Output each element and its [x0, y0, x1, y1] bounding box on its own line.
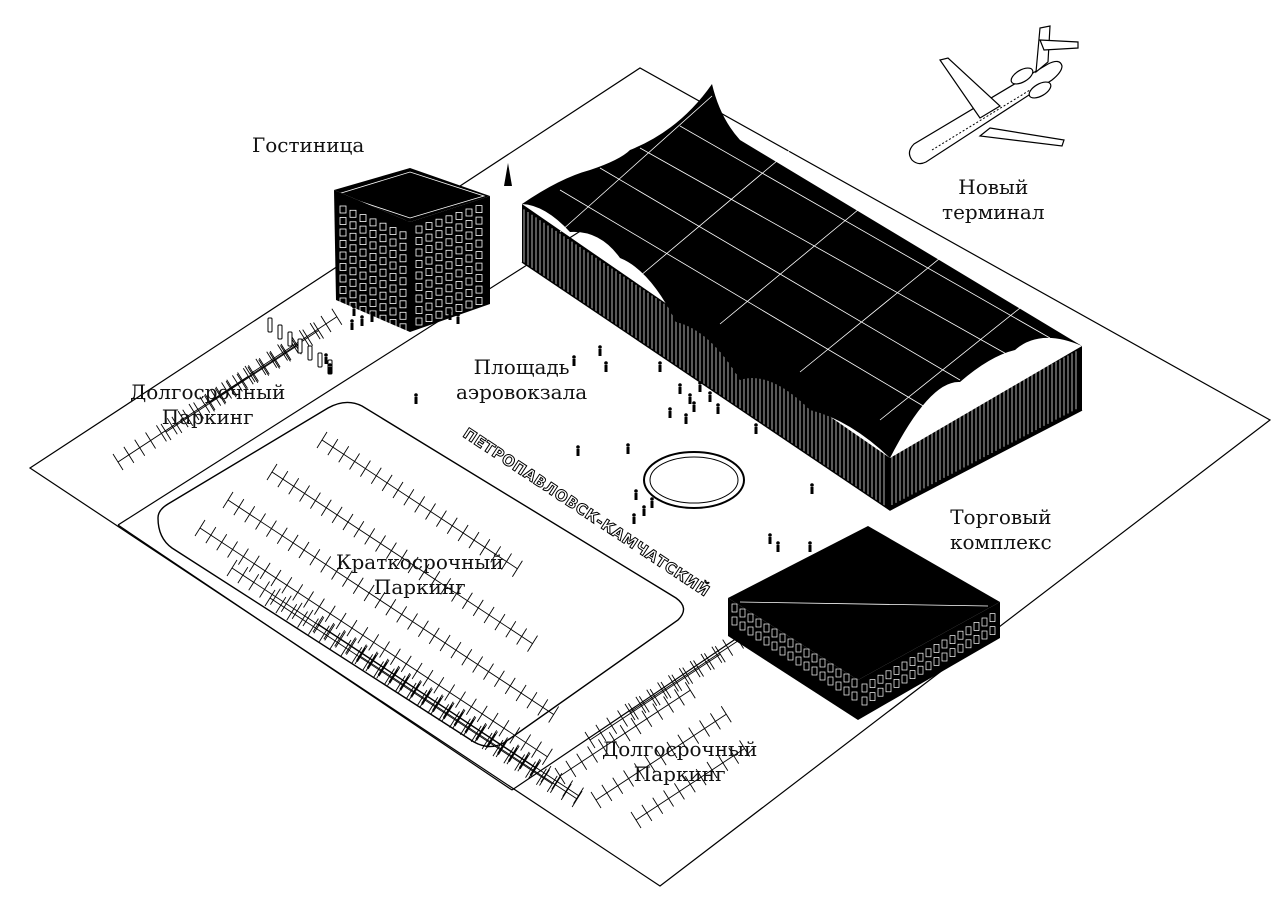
person-icon [678, 383, 682, 394]
long-parking-s-stalls [554, 632, 750, 829]
plaza-label: Площадь аэровокзала [456, 355, 587, 405]
terminal-label-line1: Новый [958, 175, 1029, 199]
short-parking-label: Краткосрочный Паркинг [336, 550, 504, 600]
person-icon [688, 393, 692, 404]
hotel-label: Гостиница [252, 133, 364, 158]
person-icon [604, 361, 608, 372]
person-icon [634, 489, 638, 500]
person-icon [650, 497, 654, 508]
terminal-label: Новый терминал [942, 175, 1045, 225]
person-icon [360, 315, 364, 326]
short-parking-line1: Краткосрочный [336, 550, 504, 574]
person-icon [808, 541, 812, 552]
long-parking-s-line1: Долгосрочный [602, 737, 758, 761]
person-icon [572, 355, 576, 366]
long-parking-s-label: Долгосрочный Паркинг [602, 737, 757, 787]
hotel-building [334, 168, 490, 332]
airplane-icon [908, 25, 1079, 165]
person-icon [810, 483, 814, 494]
plaza-label-line2: аэровокзала [456, 380, 588, 404]
person-icon [632, 513, 636, 524]
person-icon [328, 363, 332, 374]
person-icon [668, 407, 672, 418]
hotel-label-text: Гостиница [252, 133, 365, 157]
person-icon [370, 311, 374, 322]
short-parking-stalls [194, 431, 584, 808]
person-icon [576, 445, 580, 456]
bollards [267, 317, 333, 375]
mall-building [728, 526, 1000, 720]
mall-label: Торговый комплекс [950, 505, 1052, 555]
long-parking-nw-label: Долгосрочный Паркинг [130, 380, 285, 430]
terminal-label-line2: терминал [942, 200, 1045, 224]
people [324, 305, 814, 552]
north-arrow-icon [504, 163, 512, 186]
long-parking-nw-line2: Паркинг [161, 405, 254, 429]
person-icon [598, 345, 602, 356]
person-icon [456, 313, 460, 324]
plaza-label-line1: Площадь [473, 355, 570, 379]
person-icon [352, 305, 356, 316]
person-icon [626, 443, 630, 454]
person-icon [324, 353, 328, 364]
person-icon [448, 309, 452, 320]
mall-label-line2: комплекс [950, 530, 1052, 554]
person-icon [414, 393, 418, 404]
person-icon [698, 381, 702, 392]
long-parking-nw-stalls [112, 308, 343, 471]
person-icon [754, 423, 758, 434]
short-term-parking-area [157, 401, 685, 808]
person-icon [716, 403, 720, 414]
mall-label-line1: Торговый [950, 505, 1052, 529]
long-parking-nw-line1: Долгосрочный [130, 380, 286, 404]
plaza-ring [643, 451, 745, 509]
person-icon [350, 319, 354, 330]
long-parking-s-line2: Паркинг [633, 762, 726, 786]
short-parking-line2: Паркинг [373, 575, 466, 599]
person-icon [658, 361, 662, 372]
person-icon [692, 401, 696, 412]
person-icon [708, 391, 712, 402]
person-icon [776, 541, 780, 552]
person-icon [684, 413, 688, 424]
terminal-building [521, 84, 1083, 511]
person-icon [642, 505, 646, 516]
person-icon [768, 533, 772, 544]
